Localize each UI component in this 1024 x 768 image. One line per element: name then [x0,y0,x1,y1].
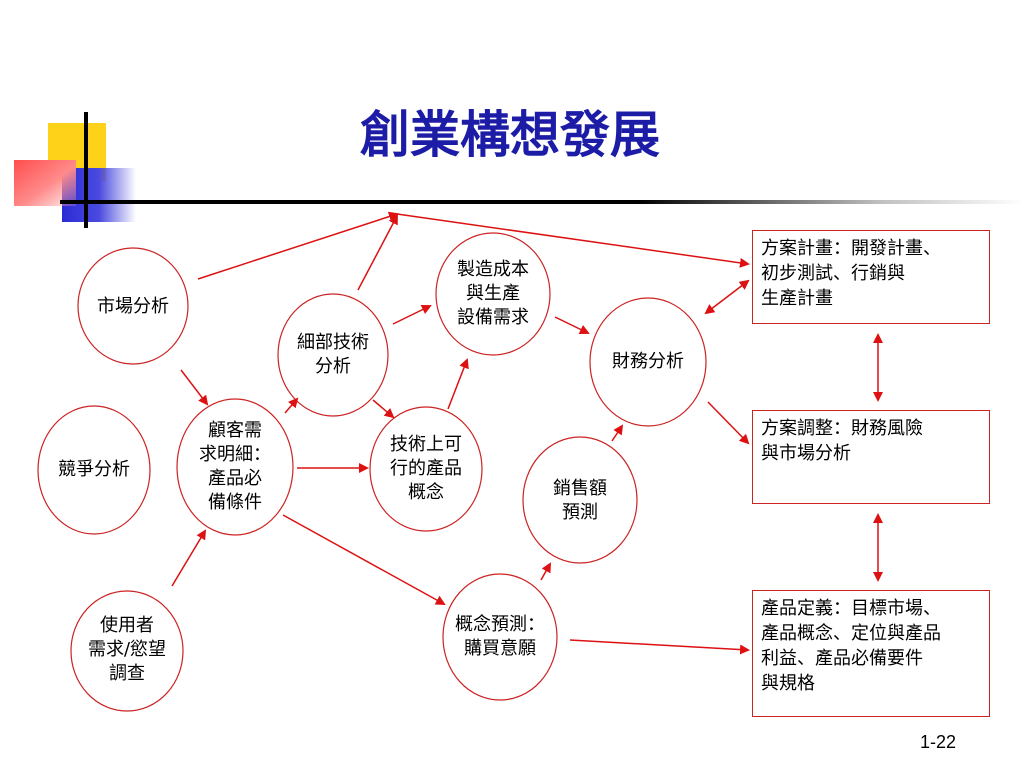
customer-requirements-circle [176,398,294,536]
box-adjust: 方案調整：財務風險 與市場分析 [752,410,990,504]
node-detail-tech-analysis: 細部技術 分析 [297,332,369,377]
arrow-manufacturing-to-financial [554,316,590,335]
node-market-analysis: 市場分析 [97,296,169,317]
node-manufacturing-cost: 製造成本 與生產 設備需求 [457,259,529,328]
arrow-market-to-customer [180,369,209,406]
deco-vertical-line [84,112,88,228]
financial-analysis-circle [589,297,707,427]
arrow-tech-to-apex [357,214,398,291]
node-concept-forecast: 概念預測： 購買意願 [455,614,545,659]
user-survey-circle [70,590,184,712]
arrow-tech-to-feasible [372,399,395,419]
arrow-tech-to-manufacturing [392,305,432,325]
market-analysis-circle [77,247,189,365]
concept-forecast-circle [442,573,558,701]
arrow-customer-to-tech [284,397,299,414]
node-sales-forecast: 銷售額 預測 [553,478,607,523]
title-divider [60,200,1024,204]
slide-title: 創業構想發展 [360,105,660,164]
sales-forecast-circle [522,436,638,564]
node-financial-analysis: 財務分析 [612,351,684,372]
deco-red-square [14,160,76,206]
arrow-apex-to-plan [396,213,750,268]
arrow-market-to-apex [197,211,399,280]
arrows [171,211,883,655]
arrow-concept-to-sales [540,562,551,581]
node-competition-analysis: 競爭分析 [58,459,130,480]
node-user-survey: 使用者 需求/慾望 調查 [87,615,167,684]
arrow-user-to-customer [171,529,207,587]
arrow-financial-to-adjust [707,401,750,445]
box-plan: 方案計畫：開發計畫、 初步測試、行銷與 生產計畫 [752,230,990,324]
arrow-feasible-to-manufacturing [447,358,469,410]
arrow-concept-to-definition [569,639,750,655]
arrow-financial-to-plan [704,279,750,315]
competition-analysis-circle [37,405,151,535]
arrow-customer-to-concept [282,514,446,605]
node-feasible-concept: 技術上可 行的產品 概念 [390,434,462,503]
detail-tech-analysis-circle [277,293,389,417]
page-number: 1-22 [920,732,957,752]
arrow-sales-to-financial [611,424,624,442]
box-product-definition: 產品定義：目標市場、 產品概念、定位與產品 利益、產品必備要件 與規格 [752,590,990,717]
feasible-concept-circle [369,406,483,532]
node-circles [37,232,707,712]
node-customer-requirements: 顧客需 求明細： 產品必 備條件 [199,420,271,513]
manufacturing-cost-circle [435,232,551,356]
